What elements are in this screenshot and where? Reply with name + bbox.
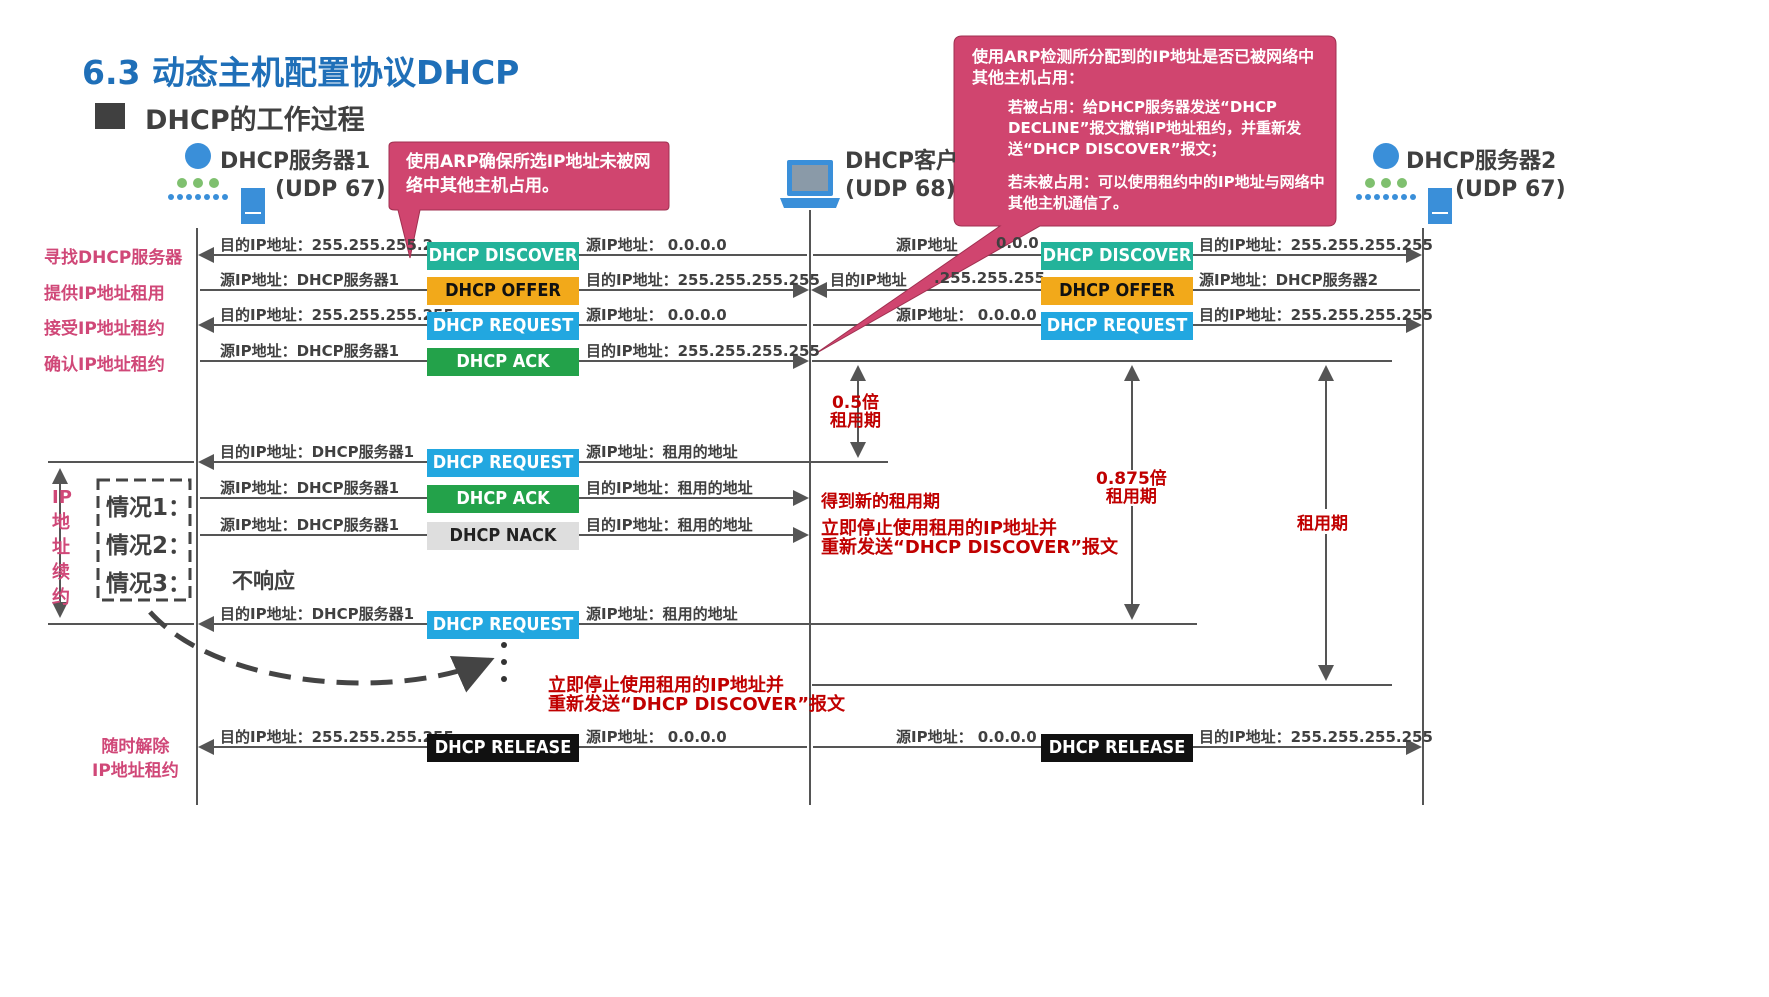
msg-request-s2: DHCP REQUEST — [1041, 312, 1193, 340]
full-lease-label: 租用期 — [1297, 509, 1348, 534]
msg-discover-s2: DHCP DISCOVER — [1041, 242, 1193, 270]
case-1-label: 情况1： — [106, 495, 192, 521]
msg-renew-ack: DHCP ACK — [427, 485, 579, 513]
server2-icon — [1356, 143, 1452, 224]
client-laptop-icon — [780, 160, 840, 208]
address-label: 源IP地址：租用的地址 — [586, 443, 738, 461]
address-label: 源IP地址：DHCP服务器1 — [220, 479, 400, 497]
callout2-bubble — [814, 35, 1337, 355]
callout2-case-free: 若未被占用：可以使用租约中的IP地址与网络中其他主机通信了。 — [1008, 173, 1325, 212]
address-label: 目的IP地址：255.255.255.255 — [1199, 728, 1433, 746]
address-label: 源IP地址：租用的地址 — [586, 605, 738, 623]
address-label: 源IP地址： 0.0.0.0 — [586, 728, 727, 746]
release-label: 随时解除 IP地址租约 — [92, 737, 179, 781]
server1-port: (UDP 67) — [275, 177, 386, 202]
address-label: 源IP地址：DHCP服务器1 — [220, 342, 400, 360]
server2-name: DHCP服务器2 — [1406, 149, 1557, 174]
address-label: 目的IP地址：255.255.255.2 — [220, 236, 434, 254]
got-new-lease-note: 得到新的租用期 — [821, 492, 940, 512]
msg-request: DHCP REQUEST — [427, 312, 579, 340]
address-label: 目的IP地址：DHCP服务器1 — [220, 605, 415, 623]
address-label: 目的IP地址：255.255.255.255 — [1199, 306, 1433, 324]
page-subtitle: DHCP的工作过程 — [145, 105, 365, 136]
address-label: .255.255.255 — [934, 269, 1046, 287]
msg-renew-request: DHCP REQUEST — [427, 449, 579, 477]
phase-label: 提供IP地址租用 — [44, 284, 165, 304]
phase-label: 寻找DHCP服务器 — [44, 248, 183, 268]
address-label: 目的IP地址：255.255.255.255 — [220, 306, 454, 324]
cases-dashed-box — [96, 478, 192, 602]
address-label: 目的IP地址：255.255.255.255 — [220, 728, 454, 746]
client-name: DHCP客户 — [845, 149, 958, 174]
msg-offer-s2: DHCP OFFER — [1041, 277, 1193, 305]
callout1-bubble — [388, 141, 670, 259]
address-label: 目的IP地址：255.255.255.255 — [1199, 236, 1433, 254]
msg-offer: DHCP OFFER — [427, 277, 579, 305]
phase-label: 确认IP地址租约 — [44, 355, 165, 375]
address-label: 源IP地址： 0.0.0.0 — [586, 236, 727, 254]
server1-name: DHCP服务器1 — [220, 149, 371, 174]
address-label: 源IP地址： 0.0.0.0 — [896, 306, 1037, 324]
case-2-label: 情况2： — [106, 533, 192, 559]
half-lease-label: 0.5倍 租用期 — [830, 393, 881, 431]
callout2-head: 使用ARP检测所分配到的IP地址是否已被网络中其他主机占用： — [972, 47, 1315, 87]
msg-nack: DHCP NACK — [427, 522, 579, 550]
ip-renew-label: IP 地 址 续 约 — [52, 487, 72, 608]
address-label: 源IP地址： 0.0.0.0 — [586, 306, 727, 324]
nack-stop-note: 立即停止使用租用的IP地址并 重新发送“DHCP DISCOVER”报文 — [821, 518, 1119, 558]
client-port: (UDP 68) — [845, 177, 956, 202]
no-response-dashed-arrow — [148, 610, 495, 693]
server2-port: (UDP 67) — [1455, 177, 1566, 202]
no-response-label: 不响应 — [232, 569, 295, 593]
no-response-stop-note: 立即停止使用租用的IP地址并 重新发送“DHCP DISCOVER”报文 — [548, 675, 846, 715]
phase-label: 接受IP地址租约 — [44, 319, 165, 339]
address-label: 目的IP地址：255.255.255.255 — [586, 271, 820, 289]
msg-ack: DHCP ACK — [427, 348, 579, 376]
bullet-square — [95, 103, 125, 129]
address-label: 目的IP地址 — [830, 271, 907, 289]
address-label: 源IP地址：DHCP服务器1 — [220, 271, 400, 289]
address-label: 目的IP地址：租用的地址 — [586, 479, 753, 497]
msg-release-s2: DHCP RELEASE — [1041, 734, 1193, 762]
t875-lease-label: 0.875倍 租用期 — [1096, 469, 1167, 507]
address-label: 0.0.0 — [996, 234, 1039, 252]
address-label: 源IP地址： 0.0.0.0 — [896, 728, 1037, 746]
callout1-text: 使用ARP确保所选IP地址未被网络中其他主机占用。 — [406, 152, 651, 196]
msg-discover: DHCP DISCOVER — [427, 242, 579, 270]
case-3-label: 情况3： — [106, 571, 192, 597]
msg-release: DHCP RELEASE — [427, 734, 579, 762]
page-title: 6.3 动态主机配置协议DHCP — [82, 53, 520, 92]
address-label: 源IP地址：DHCP服务器2 — [1199, 271, 1379, 289]
callout2-case-occupied: 若被占用：给DHCP服务器发送“DHCP DECLINE”报文撤销IP地址租约，… — [1008, 98, 1302, 158]
address-label: 源IP地址 — [896, 236, 958, 254]
address-label: 目的IP地址：租用的地址 — [586, 516, 753, 534]
address-label: 目的IP地址：DHCP服务器1 — [220, 443, 415, 461]
address-label: 目的IP地址：255.255.255.255 — [586, 342, 820, 360]
msg-renew-request-2: DHCP REQUEST — [427, 611, 579, 639]
server1-icon — [168, 143, 265, 224]
address-label: 源IP地址：DHCP服务器1 — [220, 516, 400, 534]
